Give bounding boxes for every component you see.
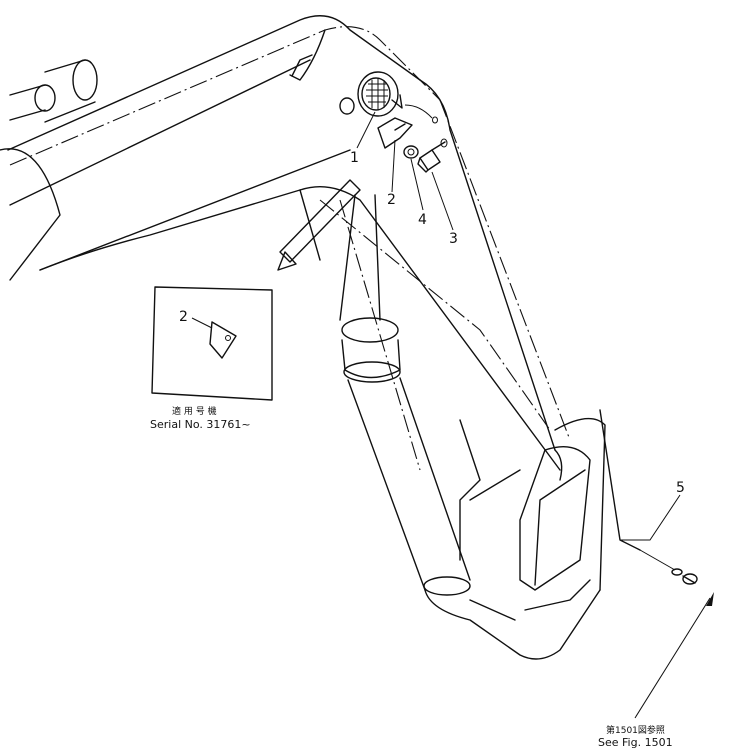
callout-1: 1 [350,150,359,166]
leader-lines [356,111,681,571]
arm-cylinder [339,194,471,596]
callout-3: 3 [449,231,458,247]
reference-label-jp: 第1501図参照 [606,724,665,736]
upper-cylinder [9,59,98,123]
lamp-hardware [377,104,448,173]
grease-fitting [671,568,698,585]
main-arm [39,79,571,471]
work-lamp [339,71,403,117]
serial-label-en: Serial No. 31761~ [150,418,251,431]
detail-callout-2: 2 [179,309,188,325]
arm-foot [424,409,641,660]
callout-5: 5 [676,480,685,496]
reference-label-en: See Fig. 1501 [598,736,673,748]
callout-4: 4 [418,212,427,228]
detail-arrow [277,179,361,271]
detail-view [151,286,273,401]
upper-boom [0,15,441,281]
serial-label-jp: 適 用 号 機 [172,405,217,417]
reference-arrow [634,592,714,719]
callout-2: 2 [387,192,396,208]
